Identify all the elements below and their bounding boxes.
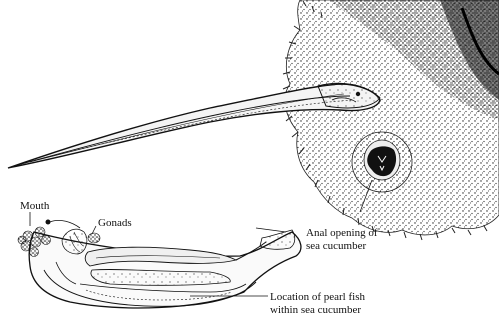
label-anal-opening-line2: sea cucumber xyxy=(306,240,366,252)
label-anal-opening-line1: Anal opening of xyxy=(306,227,378,239)
label-location-line1: Location of pearl fish xyxy=(270,291,365,303)
dissection-diagram xyxy=(18,220,301,308)
label-mouth: Mouth xyxy=(20,200,50,212)
label-gonads: Gonads xyxy=(98,217,132,229)
sea-cucumber-drawing xyxy=(283,0,499,240)
label-location-line2: within sea cucumber xyxy=(270,304,361,316)
